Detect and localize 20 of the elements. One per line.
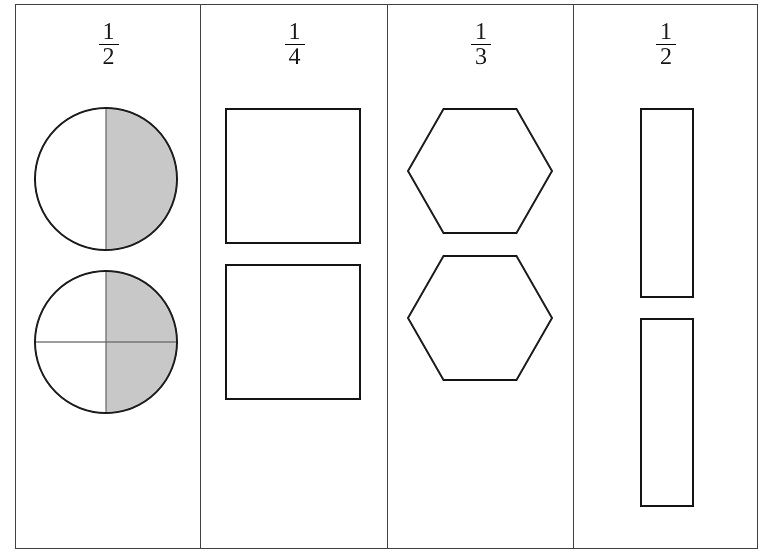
circle-shape bbox=[34, 270, 178, 414]
numerator: 1 bbox=[288, 21, 302, 43]
rectangle-shape bbox=[640, 108, 694, 298]
table-column bbox=[573, 4, 758, 549]
denominator: 2 bbox=[102, 46, 116, 68]
denominator: 2 bbox=[659, 46, 673, 68]
numerator: 1 bbox=[474, 21, 488, 43]
rectangle-shape bbox=[640, 318, 694, 507]
hexagon-shape bbox=[407, 108, 553, 234]
numerator: 1 bbox=[659, 21, 673, 43]
square-shape bbox=[225, 264, 361, 400]
numerator: 1 bbox=[102, 21, 116, 43]
table-column bbox=[15, 4, 201, 549]
denominator: 3 bbox=[474, 46, 488, 68]
hexagon-shape bbox=[407, 255, 553, 381]
square-shape bbox=[225, 108, 361, 244]
table-column bbox=[200, 4, 388, 549]
denominator: 4 bbox=[288, 46, 302, 68]
circle-shape bbox=[34, 107, 178, 251]
table-column bbox=[387, 4, 574, 549]
